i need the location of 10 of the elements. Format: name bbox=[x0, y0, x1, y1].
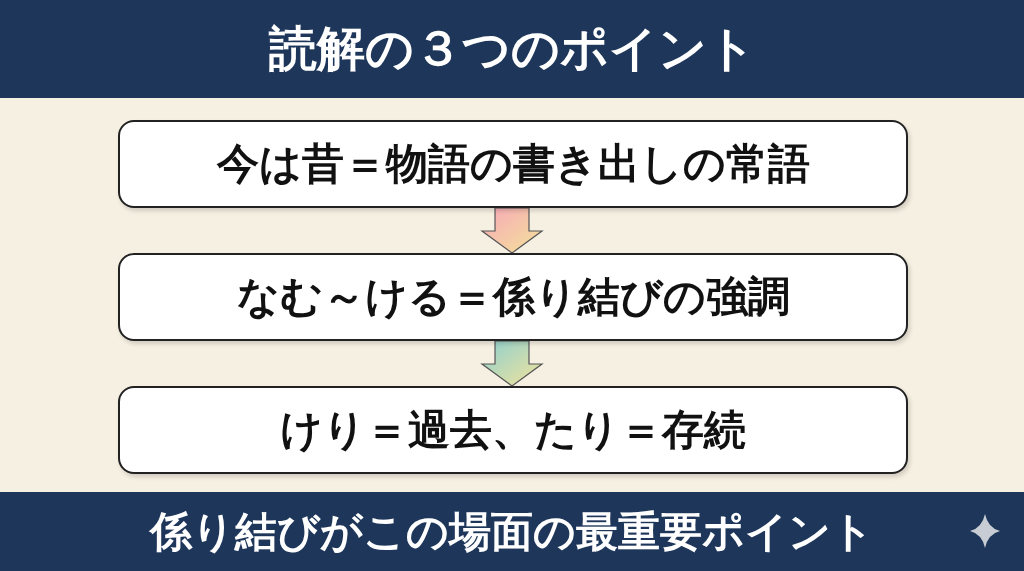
box-text: 今は昔＝物語の書き出しの常語 bbox=[216, 138, 810, 190]
box-text: けり＝過去、たり＝存続 bbox=[280, 404, 746, 456]
block-arrow bbox=[480, 207, 544, 254]
text-box bbox=[118, 120, 908, 208]
text-box bbox=[118, 253, 908, 341]
block-arrow bbox=[480, 340, 544, 387]
title: 読解の３つのポイント bbox=[268, 19, 756, 78]
text-box bbox=[118, 386, 908, 474]
box-text: なむ～ける＝係り結びの強調 bbox=[236, 271, 790, 323]
caption: 係り結びがこの場面の最重要ポイント bbox=[150, 505, 874, 558]
